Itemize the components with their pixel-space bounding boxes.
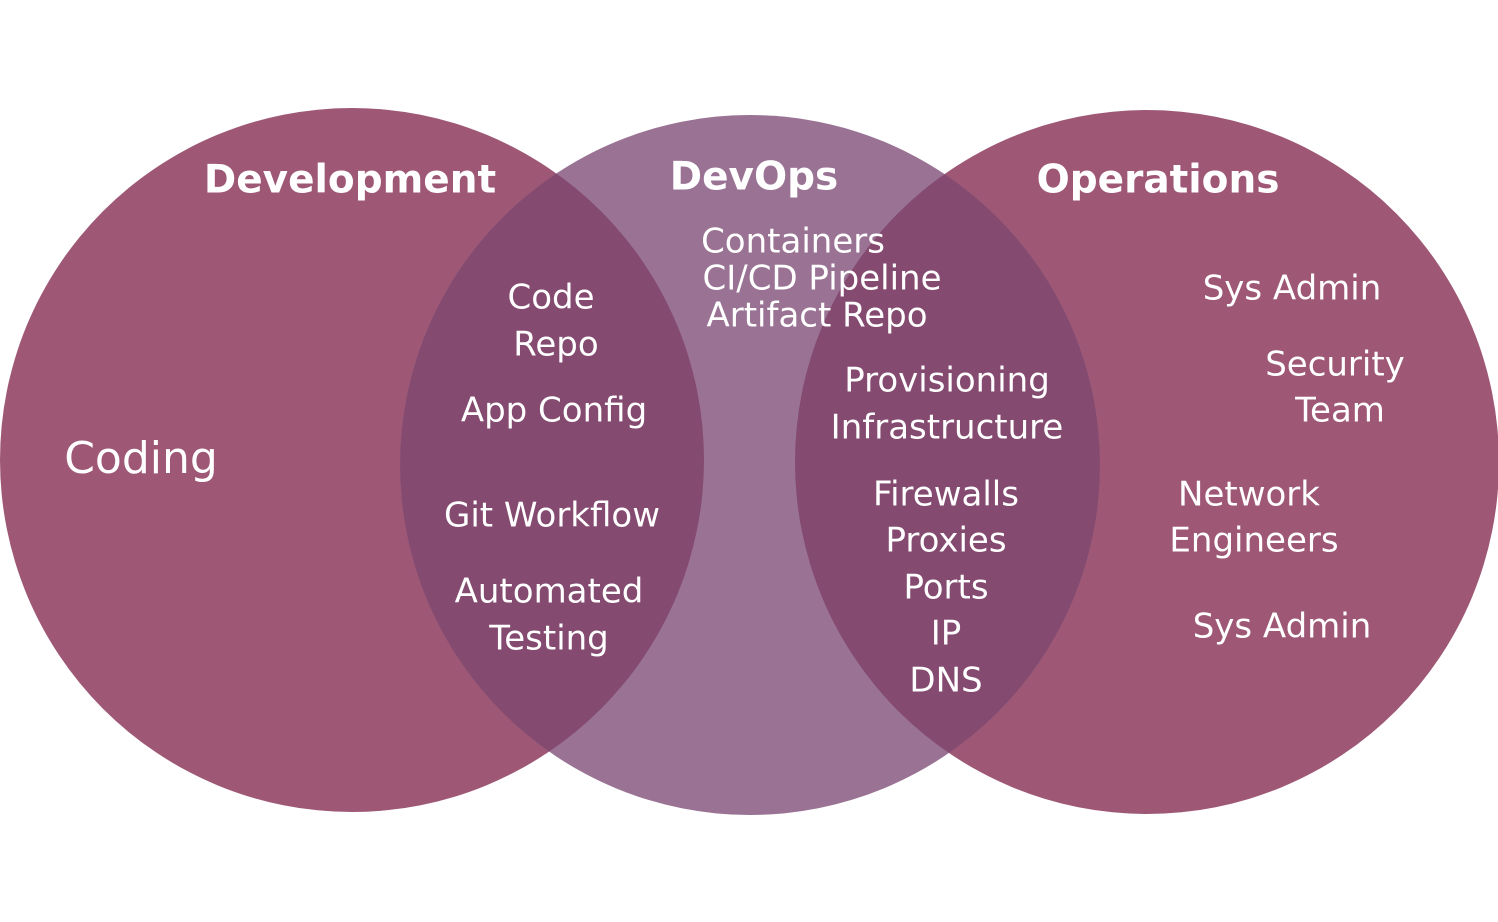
overlap-dev-testing: Testing [488,619,609,659]
overlap-dev-app-config: App Config [461,391,647,431]
overlap-ops-proxies: Proxies [885,521,1006,561]
operations-title: Operations [1037,158,1280,203]
overlap-dev-git-workflow: Git Workflow [444,496,660,536]
overlap-dev-code: Code [507,278,594,318]
development-title: Development [204,158,496,203]
operations-item-team: Team [1294,391,1385,431]
operations-item-security: Security [1265,345,1405,385]
devops-item-artifact: Artifact Repo [706,296,927,336]
overlap-ops-provisioning: Provisioning [844,361,1050,401]
overlap-dev-automated: Automated [455,572,644,612]
dev-devops-overlap [400,115,704,812]
operations-item-sys-admin-2: Sys Admin [1193,607,1372,647]
ops-devops-overlap [795,115,1100,814]
operations-item-sys-admin-1: Sys Admin [1203,269,1382,309]
development-item-coding: Coding [64,433,218,484]
overlap-ops-firewalls: Firewalls [873,475,1019,515]
overlap-ops-infrastructure: Infrastructure [831,408,1064,448]
devops-title: DevOps [670,155,839,200]
devops-item-cicd: CI/CD Pipeline [702,259,941,299]
devops-item-containers: Containers [701,222,885,262]
operations-item-network: Network [1178,475,1320,515]
operations-item-engineers: Engineers [1169,521,1338,561]
overlap-dev-repo: Repo [513,325,598,365]
overlap-ops-ports: Ports [903,568,988,608]
overlap-ops-ip: IP [931,614,962,654]
overlap-ops-dns: DNS [909,661,982,701]
